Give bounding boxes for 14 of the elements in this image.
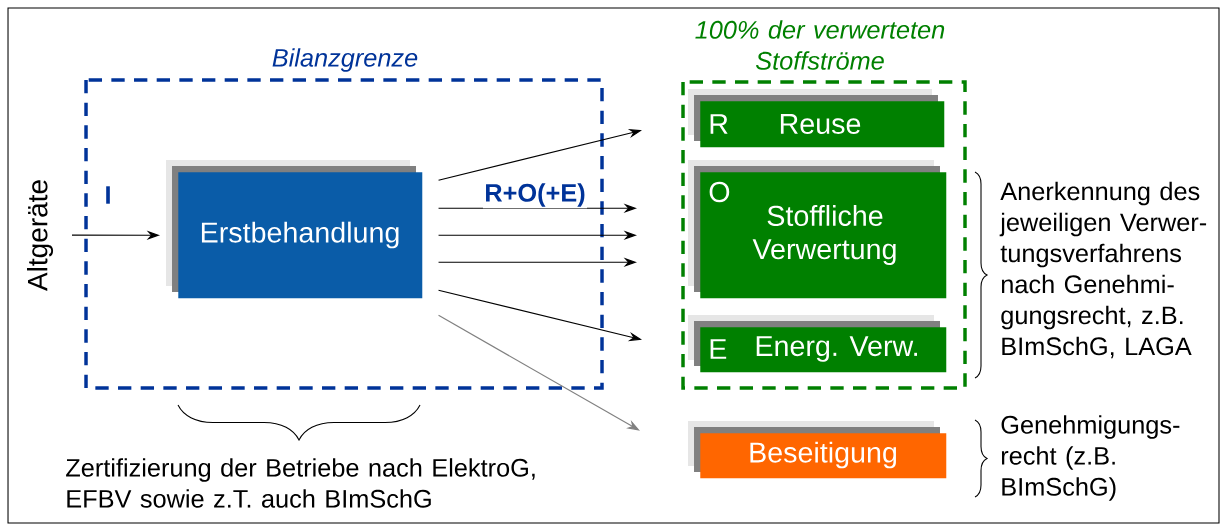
process-box: Erstbehandlung [166, 160, 423, 299]
stream-label: I [106, 186, 110, 204]
process-box: O Stoffliche Verwertung [688, 160, 947, 299]
note-text: Zertifizierung der Betriebe nach ElektroG, EFBV sowie z.T. auch BImSchG [66, 458, 535, 508]
arrow [437, 314, 640, 431]
node-label: 100% der verwerteten Stoffströme [695, 20, 945, 70]
node-label: Bilanzgrenze [272, 48, 418, 72]
process-box: E Energ. Verw. [688, 315, 947, 373]
edge-label: R+O(+E) [483, 181, 587, 209]
note-text: Anerkennung des jeweiligen Verwer- tungsverfahrens nach Genehmi- gungsrecht, z.B. BImSchG, LAGA [999, 181, 1207, 359]
process-box: Beseitigung [688, 421, 947, 479]
note-text: Genehmigungs- recht (z.B. BImSchG) [1001, 415, 1180, 501]
process-box: R Reuse [688, 89, 945, 148]
input-label: Altgeräte [26, 180, 54, 291]
